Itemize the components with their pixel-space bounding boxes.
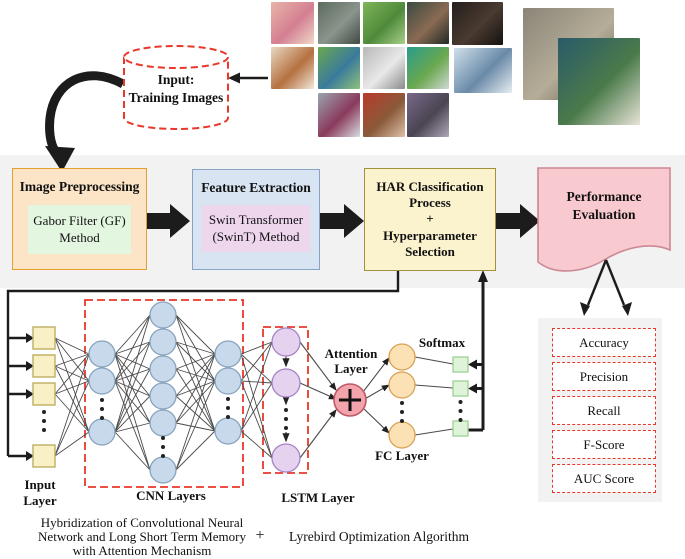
fc-node [388, 421, 416, 449]
training-images-store-icon [123, 45, 229, 130]
cnn-node [149, 355, 177, 383]
image-preprocessing-title: Image Preprocessing [19, 179, 140, 194]
photo-tile [271, 2, 314, 44]
flow-arrow-3 [496, 204, 540, 238]
cnn-node [88, 340, 116, 368]
ellipsis-dot [100, 407, 104, 411]
photo-tile [452, 2, 503, 45]
photo-tile [407, 47, 449, 89]
softmax-node [452, 356, 469, 373]
metric-precision: Precision [552, 362, 656, 391]
ellipsis-dot [284, 417, 288, 421]
ellipsis-dot [226, 415, 230, 419]
ellipsis-dot [161, 436, 165, 440]
lstm-node [271, 327, 301, 357]
neural-network-graph [32, 301, 469, 484]
metric-auc: AUC Score [552, 464, 656, 493]
ellipsis-dot [458, 409, 463, 413]
ellipsis-dot [400, 401, 404, 405]
photo-tile [454, 48, 512, 93]
training-images-store-label: Input: Training Images [128, 72, 224, 106]
flow-arrow-2 [320, 204, 364, 238]
input-layer-label: Input Layer [23, 477, 57, 508]
curved-arrow-head [45, 146, 75, 172]
curved-arrow [45, 71, 126, 160]
ellipsis-dot [42, 419, 46, 423]
cnn-node [214, 417, 242, 445]
caption-plus-sign: + [255, 527, 265, 544]
hybridization-caption: Hybridization of Convolutional Neural Ne… [38, 515, 246, 558]
softmax-node [452, 420, 469, 437]
photo-tile [318, 93, 360, 137]
ellipsis-dot [284, 408, 288, 412]
softmax-label: Softmax [418, 335, 466, 350]
cnn-node [214, 340, 242, 368]
cnn-node [149, 301, 177, 329]
cnn-node [88, 418, 116, 446]
cnn-node [149, 409, 177, 437]
input-node [32, 326, 56, 350]
input-node [32, 354, 56, 378]
lstm-layer-label: LSTM Layer [281, 490, 355, 505]
input-node [32, 382, 56, 406]
ellipsis-dot [284, 426, 288, 430]
metric-recall: Recall [552, 396, 656, 425]
photo-tile [318, 2, 360, 44]
ellipsis-dot [161, 445, 165, 449]
fc-layer-label: FC Layer [375, 448, 429, 463]
lstm-node [271, 368, 301, 398]
ellipsis-dot [161, 454, 165, 458]
photo-tile [363, 93, 405, 137]
photo-tile [407, 2, 449, 44]
ellipsis-dot [42, 410, 46, 414]
feature-extraction-title: Feature Extraction [201, 180, 311, 195]
performance-evaluation-label: Performance Evaluation [566, 189, 642, 223]
swin-transformer-method: Swin Transformer (SwinT) Method [202, 205, 310, 252]
ellipsis-dot [458, 418, 463, 422]
metric-accuracy: Accuracy [552, 328, 656, 357]
ellipsis-dot [400, 419, 404, 423]
image-preprocessing-box: Image Preprocessing Gabor Filter (GF) Me… [12, 168, 147, 270]
cnn-node [149, 328, 177, 356]
photo-tile [271, 47, 314, 89]
har-to-input-line [6, 271, 400, 456]
fc-node [388, 371, 416, 399]
lyrebird-caption: Lyrebird Optimization Algorithm [289, 529, 469, 544]
cnn-node [149, 382, 177, 410]
har-classification-box: HAR Classification Process + Hyperparame… [364, 168, 496, 271]
photo-tile [407, 93, 449, 137]
metric-fscore: F-Score [552, 430, 656, 459]
cnn-node [88, 367, 116, 395]
ellipsis-dot [226, 406, 230, 410]
cnn-dashed-box [84, 299, 244, 488]
ellipsis-dot [42, 428, 46, 432]
ellipsis-dot [226, 397, 230, 401]
ellipsis-dot [458, 400, 463, 404]
input-feed-arrows [8, 336, 26, 458]
photo-tile [318, 47, 360, 89]
photo-tile [558, 38, 640, 125]
ellipsis-dot [100, 416, 104, 420]
feature-extraction-box: Feature Extraction Swin Transformer (Swi… [192, 169, 320, 270]
softmax-to-har-line [468, 277, 485, 432]
cnn-node [149, 456, 177, 484]
cnn-node [214, 367, 242, 395]
ellipsis-dot [100, 398, 104, 402]
lstm-node [271, 443, 301, 473]
ellipsis-dot [400, 410, 404, 414]
attention-layer-label: Attention Layer [324, 346, 378, 376]
softmax-node [452, 380, 469, 397]
photo-tile [363, 2, 405, 44]
fc-node [388, 343, 416, 371]
cnn-layers-label: CNN Layers [136, 488, 206, 503]
performance-evaluation-shape [537, 167, 671, 272]
input-node [32, 444, 56, 468]
gabor-filter-method: Gabor Filter (GF) Method [28, 205, 131, 254]
photo-tile [363, 47, 405, 89]
metrics-panel: Accuracy Precision Recall F-Score AUC Sc… [538, 318, 662, 502]
evaluation-to-metrics-arrows [586, 259, 626, 306]
flow-arrow-1 [147, 204, 190, 238]
